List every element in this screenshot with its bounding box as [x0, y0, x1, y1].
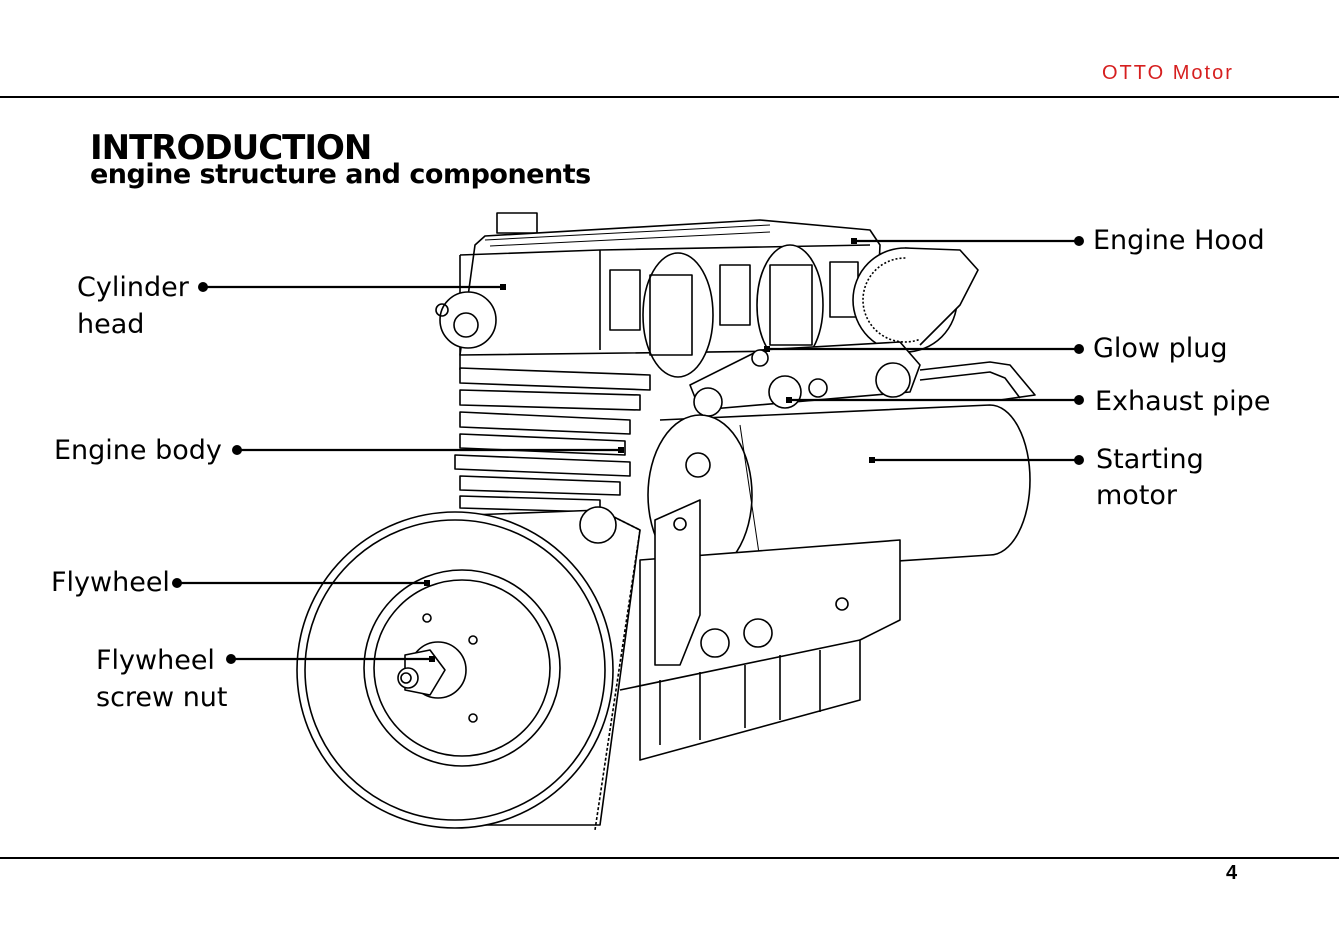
- label-starting-motor-line2: motor: [1096, 480, 1178, 511]
- label-glow-plug: Glow plug: [1093, 333, 1228, 364]
- label-flywheel-nut-line1: Flywheel: [96, 645, 215, 676]
- brand-name: OTTO Motor: [1102, 62, 1234, 84]
- footer-rule: [0, 857, 1339, 859]
- engine-illustration: [296, 212, 1036, 831]
- label-cylinder-head-line1: Cylinder: [77, 272, 189, 303]
- label-engine-body: Engine body: [54, 435, 222, 466]
- label-flywheel: Flywheel: [51, 567, 170, 598]
- leader-dots: [172, 236, 1084, 664]
- leader-lines: [177, 239, 1079, 661]
- header-rule: [0, 96, 1339, 98]
- label-starting-motor-line1: Starting: [1096, 444, 1204, 475]
- page-title: INTRODUCTION: [90, 128, 372, 168]
- page-number: 4: [1226, 862, 1238, 884]
- label-engine-hood: Engine Hood: [1093, 225, 1265, 256]
- page-subtitle: engine structure and components: [90, 159, 591, 190]
- label-exhaust-pipe: Exhaust pipe: [1095, 386, 1271, 417]
- label-cylinder-head-line2: head: [77, 309, 145, 340]
- label-flywheel-nut-line2: screw nut: [96, 682, 228, 713]
